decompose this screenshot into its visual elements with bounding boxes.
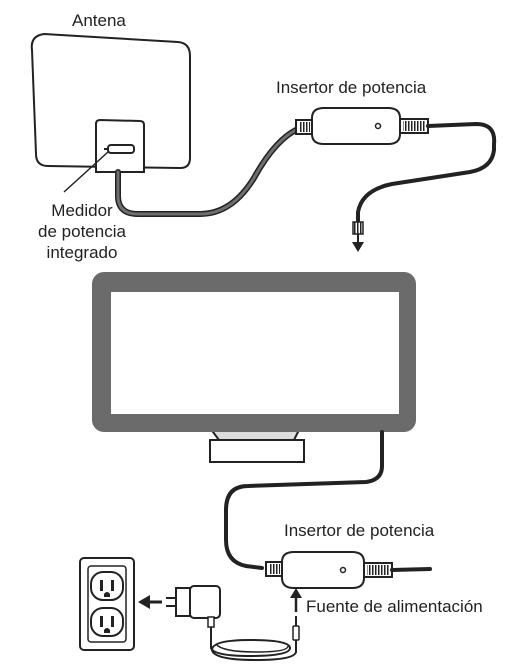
antenna-input-cable <box>390 567 432 572</box>
tv-monitor <box>92 272 416 463</box>
arrow-down-icon <box>352 221 364 252</box>
power-meter-label: Medidor de potencia integrado <box>12 200 152 263</box>
antenna-label: Antena <box>72 11 126 30</box>
power-supply-label: Fuente de alimentación <box>306 597 483 616</box>
antenna <box>30 32 191 170</box>
wall-outlet-icon <box>79 557 135 651</box>
tv-cable <box>224 430 384 570</box>
bottom-inserter-label: Insertor de potencia <box>284 521 435 540</box>
dc-plug <box>292 616 300 641</box>
arrow-up-icon <box>290 588 302 612</box>
meter-pointer-line <box>63 151 109 193</box>
power-meter-label-line3: integrado <box>46 243 118 262</box>
top-power-inserter <box>295 107 429 145</box>
top-output-cable <box>356 121 497 224</box>
bottom-power-inserter <box>265 551 393 589</box>
integrated-power-meter <box>95 118 145 173</box>
power-meter-label-line1: Medidor <box>51 201 113 220</box>
power-adapter-icon <box>166 585 221 628</box>
arrow-left-icon <box>138 595 162 609</box>
adapter-cord <box>210 627 297 662</box>
top-inserter-label: Insertor de potencia <box>276 78 427 97</box>
power-meter-label-line2: de potencia <box>38 222 126 241</box>
